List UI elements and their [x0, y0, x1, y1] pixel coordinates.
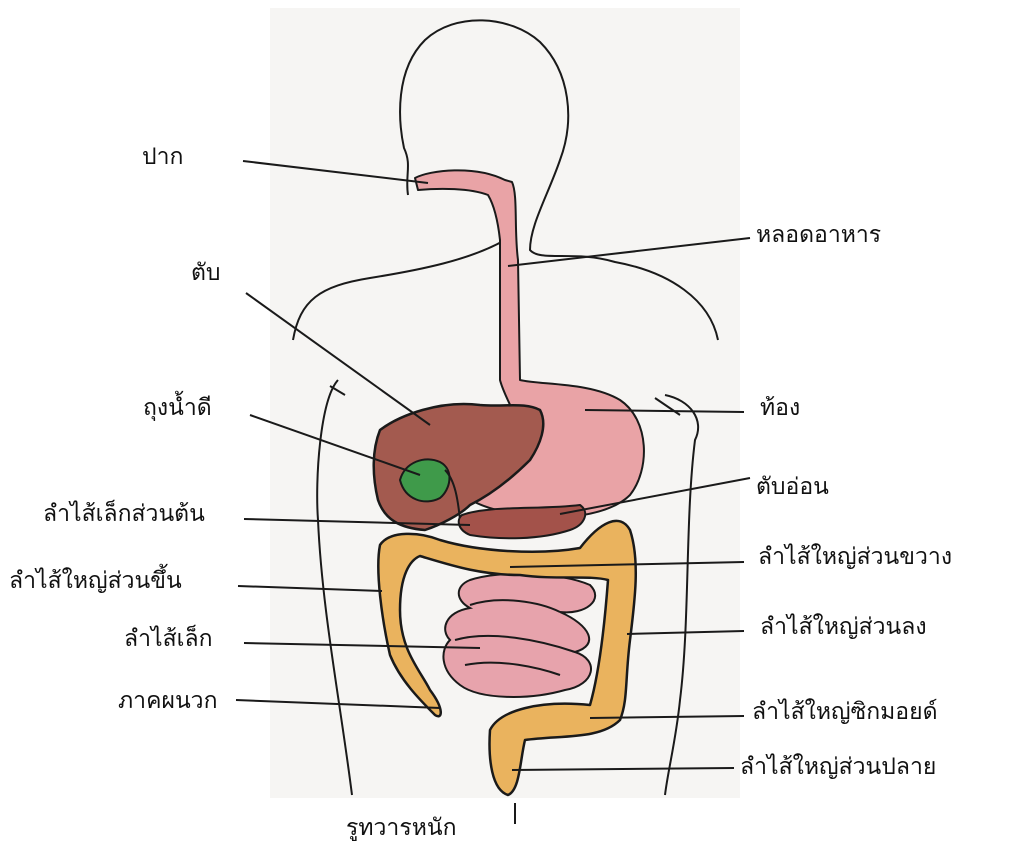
label-rectum: ลำไส้ใหญ่ส่วนปลาย: [740, 756, 936, 779]
small-intestine: [443, 574, 595, 697]
label-anus: รูทวารหนัก: [346, 817, 457, 840]
label-ascending-colon: ลำไส้ใหญ่ส่วนขึ้น: [9, 570, 182, 593]
label-gallbladder: ถุงน้ำดี: [143, 397, 212, 420]
label-esophagus: หลอดอาหาร: [756, 224, 881, 247]
label-duodenum: ลำไส้เล็กส่วนต้น: [43, 503, 205, 526]
pancreas: [459, 505, 585, 538]
label-pancreas: ตับอ่อน: [756, 476, 829, 499]
label-liver: ตับ: [191, 262, 221, 285]
label-small-intestine: ลำไส้เล็ก: [124, 628, 213, 651]
label-descending-colon: ลำไส้ใหญ่ส่วนลง: [760, 616, 927, 639]
label-stomach: ท้อง: [760, 397, 800, 420]
label-mouth: ปาก: [142, 146, 183, 169]
label-appendix: ภาคผนวก: [118, 690, 218, 713]
label-transverse-colon: ลำไส้ใหญ่ส่วนขวาง: [758, 546, 952, 569]
label-sigmoid-colon: ลำไส้ใหญ่ซิกมอยด์: [752, 701, 938, 724]
